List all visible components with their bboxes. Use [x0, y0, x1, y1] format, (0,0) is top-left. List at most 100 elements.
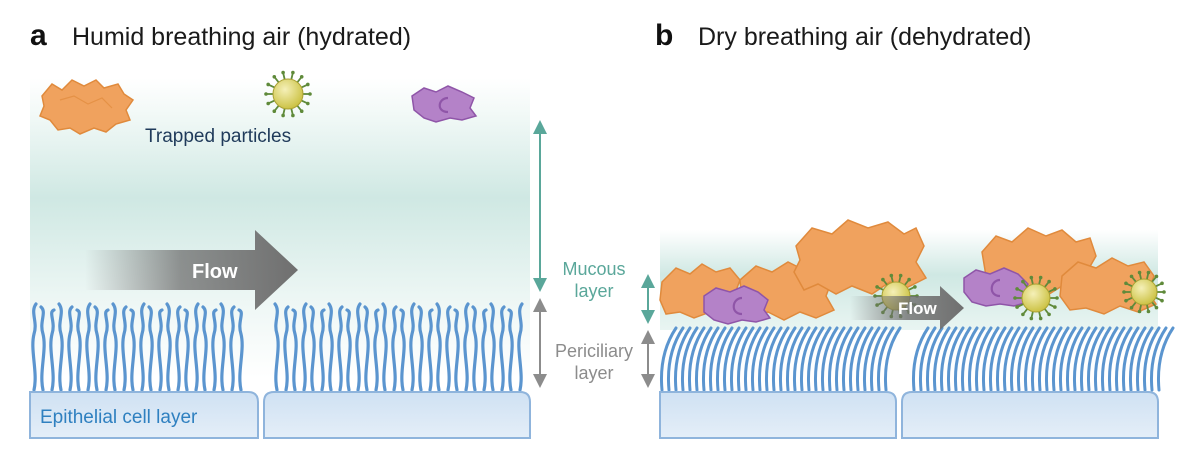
cilium [93, 305, 100, 392]
purple-particle [411, 85, 478, 123]
panel-b: b Dry breathing air (dehydrated) Flow [655, 19, 1175, 439]
cilium [165, 302, 172, 392]
cilium [517, 302, 524, 392]
cilium [996, 326, 1014, 392]
cilium [856, 326, 874, 392]
cilium [1038, 326, 1056, 392]
cilium [1136, 326, 1154, 392]
cilium [435, 302, 442, 392]
cilium [471, 305, 478, 392]
cilium [327, 302, 334, 392]
panel-a-flow-label: Flow [192, 261, 238, 283]
cilium [1073, 326, 1091, 392]
cilium [744, 326, 762, 392]
cilium [1122, 326, 1140, 392]
cilium [445, 305, 452, 392]
cilium [219, 302, 226, 392]
mucous-layer-label-line2: layer [574, 281, 613, 301]
cilium [1003, 326, 1021, 392]
cilium [463, 302, 470, 392]
panel-a-epithelial-cells [29, 391, 531, 439]
cilium [499, 305, 506, 392]
cilium [157, 308, 164, 392]
cilium [345, 308, 352, 392]
panel-b-flow-label: Flow [898, 299, 937, 318]
cilium [129, 308, 136, 392]
cilium [1045, 326, 1063, 392]
cilium [933, 326, 951, 392]
cilium [1080, 326, 1098, 392]
virus-particle [1013, 275, 1059, 321]
cilium [1024, 326, 1042, 392]
cilium [237, 308, 244, 392]
cilium [1059, 326, 1077, 392]
cilium [667, 326, 685, 392]
cilium [147, 305, 154, 392]
cilium [954, 326, 972, 392]
cilium [737, 326, 755, 392]
cilium [751, 326, 769, 392]
cilium [975, 326, 993, 392]
panel-b-flow-arrow: Flow [850, 286, 964, 330]
cilium [67, 305, 74, 392]
cilium [211, 308, 218, 392]
panel-b-cilia [660, 326, 1175, 392]
cilium [968, 326, 986, 392]
cilium [75, 308, 82, 392]
cilium [1115, 326, 1133, 392]
cilium [709, 326, 727, 392]
cilium [1031, 326, 1049, 392]
cilium [399, 308, 406, 392]
cilium [688, 326, 706, 392]
cilium [1143, 326, 1161, 392]
cilium [1052, 326, 1070, 392]
cilium [828, 326, 846, 392]
cilium [1017, 326, 1035, 392]
cilium [391, 305, 398, 392]
cilium [121, 305, 128, 392]
cilium [291, 308, 298, 392]
cilium [863, 326, 881, 392]
cilium [779, 326, 797, 392]
cilium [786, 326, 804, 392]
cilium [1157, 326, 1175, 392]
cilium [229, 305, 236, 392]
cilium [772, 326, 790, 392]
cilium [723, 326, 741, 392]
cilium [1101, 326, 1119, 392]
cilium [961, 326, 979, 392]
panel-a-trapped-particles [39, 70, 478, 135]
purple-particle [703, 285, 772, 325]
cilium [453, 308, 460, 392]
periciliary-layer-arrow [533, 298, 547, 388]
purple-particle [963, 267, 1030, 307]
cilium [800, 326, 818, 392]
cilium [283, 305, 290, 392]
cilium [814, 326, 832, 392]
cilium [912, 326, 930, 392]
orange-particle [39, 79, 135, 135]
cilium [193, 302, 200, 392]
cilium [765, 326, 783, 392]
panel-b-epithelial-cells [659, 391, 1159, 439]
cilium [409, 302, 416, 392]
cilium [31, 302, 38, 392]
cilium [1066, 326, 1084, 392]
panel-b-trapped-particles [659, 219, 1166, 325]
cilium [989, 326, 1007, 392]
cilium [481, 308, 488, 392]
virus-particle [264, 70, 312, 118]
cilium [702, 326, 720, 392]
cilium [849, 326, 867, 392]
cilium [835, 326, 853, 392]
panel-a-letter: a [30, 19, 47, 52]
trapped-particles-label: Trapped particles [145, 126, 291, 147]
cilium [175, 305, 182, 392]
mucous-layer-label-line1: Mucous [562, 259, 625, 279]
cilium [793, 326, 811, 392]
cilium [877, 326, 895, 392]
cilium [821, 326, 839, 392]
cilium [49, 308, 56, 392]
cilium [417, 305, 424, 392]
cilium [1094, 326, 1112, 392]
